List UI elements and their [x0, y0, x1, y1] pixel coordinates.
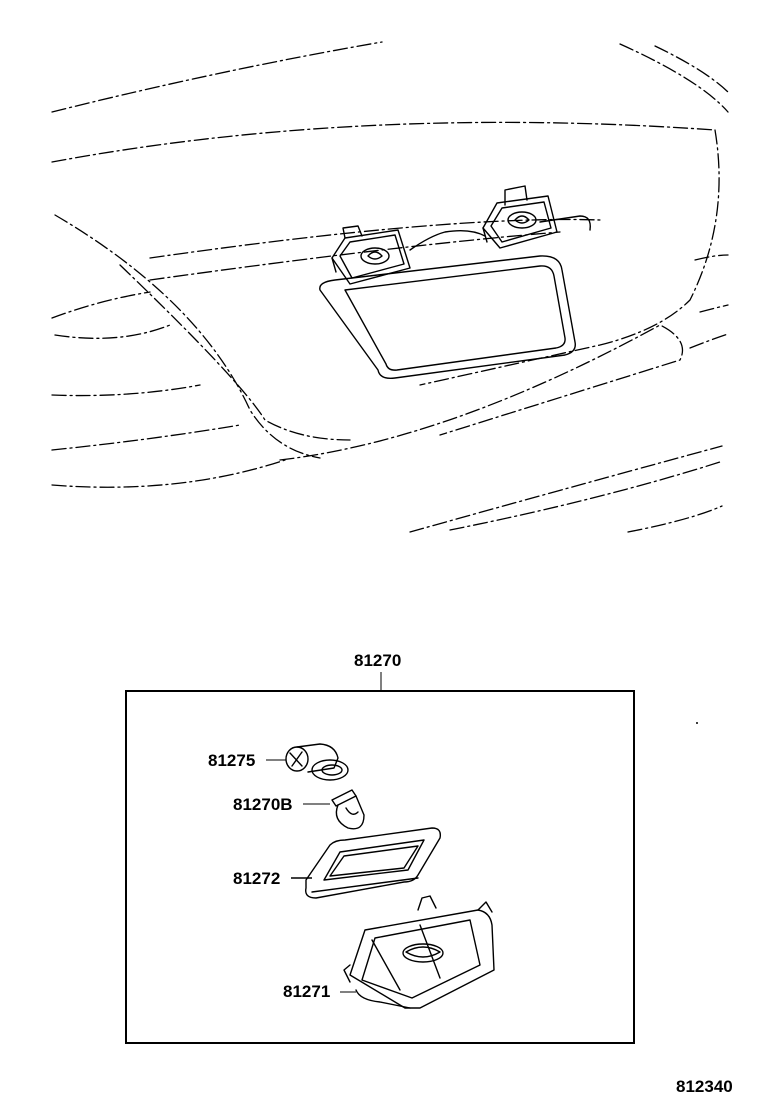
- installed-lamp-left: [331, 225, 411, 285]
- assembly-group: 81270: [125, 651, 635, 1044]
- bulb-icon: [331, 789, 365, 830]
- part-lens: 81271: [283, 895, 495, 1009]
- figure-number: 812340: [676, 1077, 733, 1096]
- installed-lamp-right: [482, 185, 558, 249]
- lens-icon: [343, 895, 495, 1009]
- socket-icon: [285, 743, 349, 781]
- assembly-frame: [125, 690, 635, 1044]
- part-label-gasket: 81272: [233, 869, 280, 888]
- part-socket: 81275: [208, 743, 349, 781]
- part-bulb: 81270B: [233, 789, 365, 830]
- gasket-icon: [305, 827, 442, 899]
- assembly-label: 81270: [354, 651, 401, 670]
- part-gasket: 81272: [233, 827, 442, 899]
- part-label-lens: 81271: [283, 982, 330, 1001]
- part-label-bulb: 81270B: [233, 795, 293, 814]
- part-label-socket: 81275: [208, 751, 255, 770]
- vehicle-rear-illustration: [51, 41, 729, 533]
